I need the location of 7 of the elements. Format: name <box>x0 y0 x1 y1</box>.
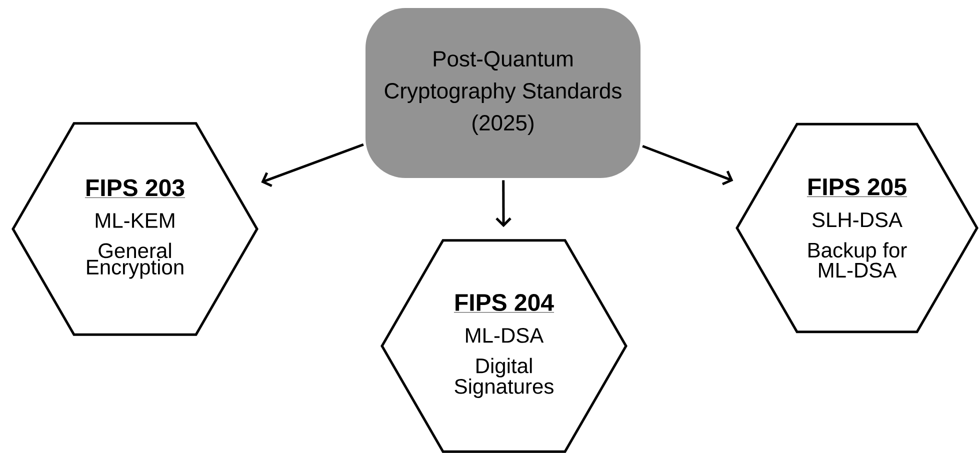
arrow <box>496 180 512 228</box>
hexagon: FIPS 204 ML-DSA Digital Signatures <box>380 239 628 453</box>
hexagon: FIPS 203 ML-KEM General Encryption <box>12 122 258 336</box>
rounded-box: Post-Quantum Cryptography Standards (2025) <box>366 8 640 178</box>
hexagon: FIPS 205 SLH-DSA Backup for ML-DSA <box>736 122 978 334</box>
arrow <box>261 143 364 188</box>
arrow <box>642 144 734 186</box>
